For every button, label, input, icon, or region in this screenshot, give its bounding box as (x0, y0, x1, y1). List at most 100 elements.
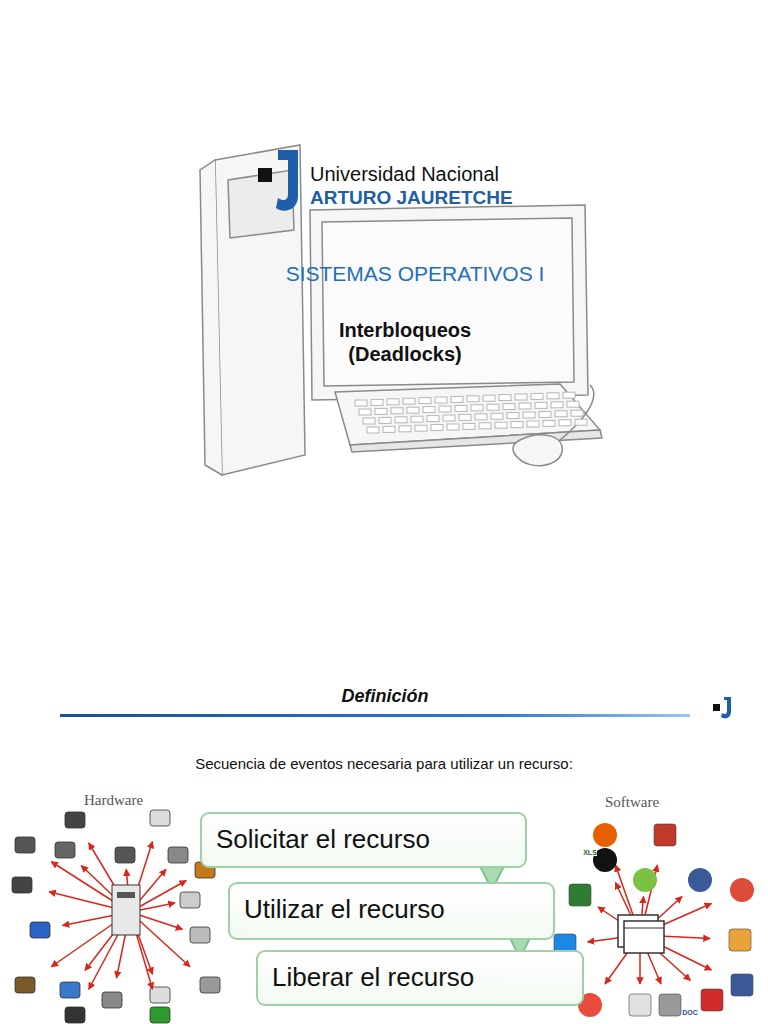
box-text: Utilizar el recurso (244, 892, 539, 926)
software-icon (730, 878, 754, 902)
key (455, 405, 467, 411)
software-icon (729, 929, 751, 951)
key (483, 395, 495, 401)
slide-title: Definición (341, 686, 428, 707)
key (527, 421, 539, 427)
university-logo (258, 150, 298, 211)
key (555, 411, 567, 417)
key (495, 422, 507, 428)
key (359, 409, 371, 415)
hardware-icon (168, 847, 188, 863)
key (435, 397, 447, 403)
key (511, 422, 523, 428)
software-icon (654, 824, 676, 846)
key (459, 414, 471, 420)
flow-arrow (516, 940, 524, 946)
pc-tower (112, 885, 140, 935)
hardware-icon (102, 992, 122, 1008)
key (575, 419, 587, 425)
key (415, 425, 427, 431)
software-icon (629, 994, 651, 1016)
key (487, 404, 499, 410)
key (375, 408, 387, 414)
topic-title: Interbloqueos (Deadlocks) (320, 318, 490, 366)
key (463, 423, 475, 429)
process-box: Solicitar el recurso (200, 812, 527, 868)
key (499, 395, 511, 401)
key (419, 398, 431, 404)
key (403, 398, 415, 404)
key (451, 396, 463, 402)
box-text: Liberar el recurso (272, 960, 568, 994)
key (491, 413, 503, 419)
hardware-hub (12, 810, 220, 1023)
hardware-icon (200, 977, 220, 993)
key (379, 417, 391, 423)
hardware-icon (30, 922, 50, 938)
key (367, 427, 379, 433)
key (355, 400, 367, 406)
key (471, 405, 483, 411)
key (383, 426, 395, 432)
software-icon (569, 884, 591, 906)
hardware-icon (150, 1007, 170, 1023)
key (387, 399, 399, 405)
key (363, 418, 375, 424)
software-icon (659, 994, 681, 1016)
title-rule (60, 714, 690, 717)
hardware-icon (60, 982, 80, 998)
software-icon (688, 868, 712, 892)
key (431, 425, 443, 431)
window-icon (624, 921, 664, 953)
box-text: Solicitar el recurso (216, 822, 511, 856)
key (571, 410, 583, 416)
key (519, 403, 531, 409)
hardware-icon (190, 927, 210, 943)
group-label: Software (605, 794, 659, 811)
key (479, 423, 491, 429)
hardware-icon (15, 837, 35, 853)
software-hub (554, 823, 754, 1017)
key (547, 393, 559, 399)
hardware-icon (180, 892, 200, 908)
hardware-icon (55, 842, 75, 858)
software-icon (701, 989, 723, 1011)
hardware-icon (65, 1007, 85, 1023)
hardware-icon (12, 877, 32, 893)
key (467, 396, 479, 402)
key (539, 411, 551, 417)
hardware-icon (65, 812, 85, 828)
key (563, 392, 575, 398)
window-bar (624, 928, 664, 929)
key (531, 393, 543, 399)
key (543, 420, 555, 426)
hardware-icon (115, 847, 135, 863)
key (523, 412, 535, 418)
university-name: Universidad Nacional (310, 163, 499, 186)
flow-arrow (488, 868, 496, 878)
key (475, 414, 487, 420)
key (535, 402, 547, 408)
key (515, 394, 527, 400)
computer-drawing (200, 145, 602, 475)
key (423, 407, 435, 413)
key (371, 399, 383, 405)
process-box: Utilizar el recurso (228, 882, 555, 940)
process-box: Liberar el recurso (256, 950, 584, 1006)
key (507, 413, 519, 419)
key (407, 407, 419, 413)
key (439, 406, 451, 412)
icon-text: DOC (682, 1009, 698, 1016)
key (443, 415, 455, 421)
group-label: Hardware (84, 792, 143, 809)
key (427, 416, 439, 422)
key (395, 417, 407, 423)
key (391, 408, 403, 414)
icon-text: XLS (583, 849, 597, 856)
key (399, 426, 411, 432)
hardware-icon (150, 987, 170, 1003)
software-icon (731, 974, 753, 996)
